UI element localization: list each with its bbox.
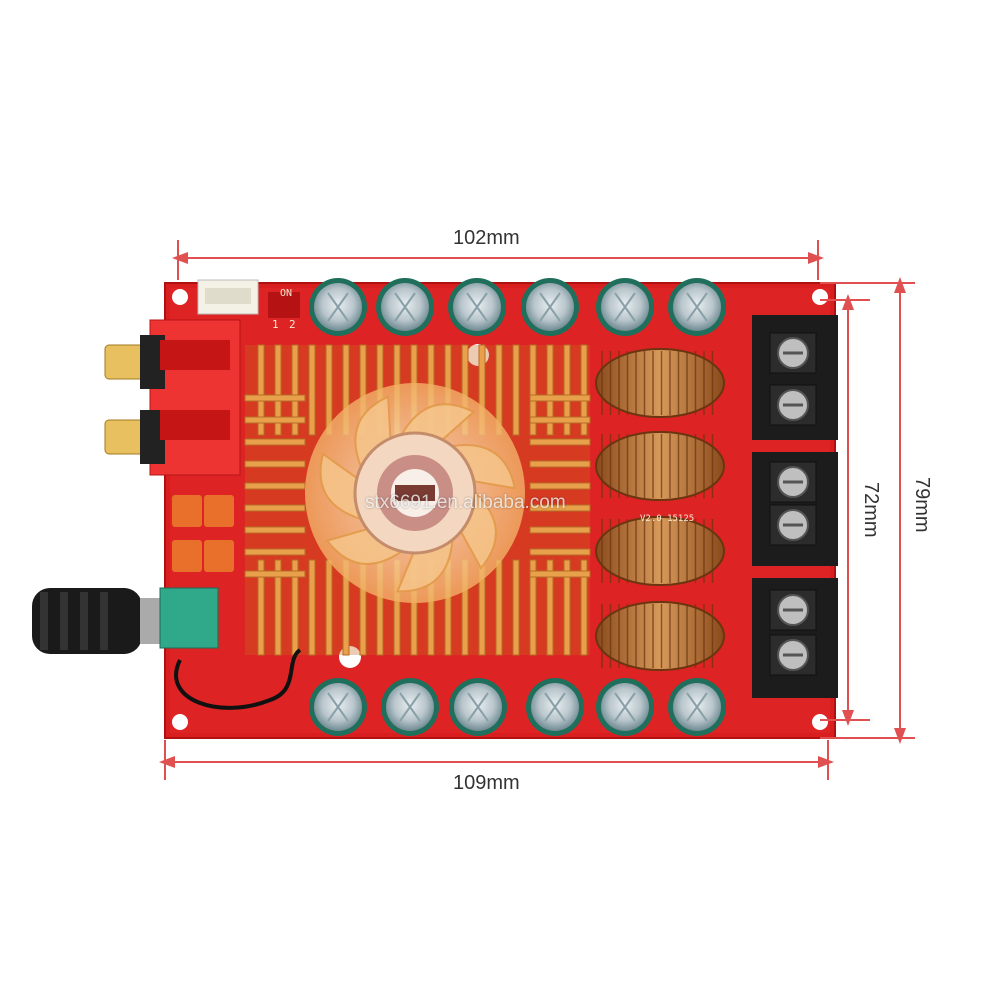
- dip-on-label: ON: [280, 288, 293, 299]
- dip-2-label: 2: [289, 318, 296, 331]
- inductor-coils: [595, 348, 725, 671]
- capacitor-row-bottom: [309, 678, 726, 736]
- dimension-inner-height: 72mm: [860, 482, 882, 538]
- volume-knob-icon: [32, 587, 219, 654]
- wire: [174, 648, 302, 710]
- screw-terminals: [752, 315, 838, 698]
- dimension-lines: [159, 240, 915, 780]
- board-version-label: V2.0 15125: [640, 514, 695, 524]
- capacitor-row-top: [309, 278, 726, 336]
- dimension-bottom-width: 109mm: [453, 772, 520, 794]
- rca-jacks: [104, 319, 241, 476]
- dip-1-label: 1: [272, 318, 279, 331]
- connector-header: [197, 279, 259, 315]
- watermark: stx6691.en.alibaba.com: [365, 492, 566, 513]
- dimension-top-width: 102mm: [453, 227, 520, 249]
- orange-capacitors: [172, 495, 234, 572]
- dimension-outer-height: 79mm: [911, 477, 933, 533]
- cooling-fan-icon: [305, 383, 525, 603]
- dip-switch: [268, 292, 300, 318]
